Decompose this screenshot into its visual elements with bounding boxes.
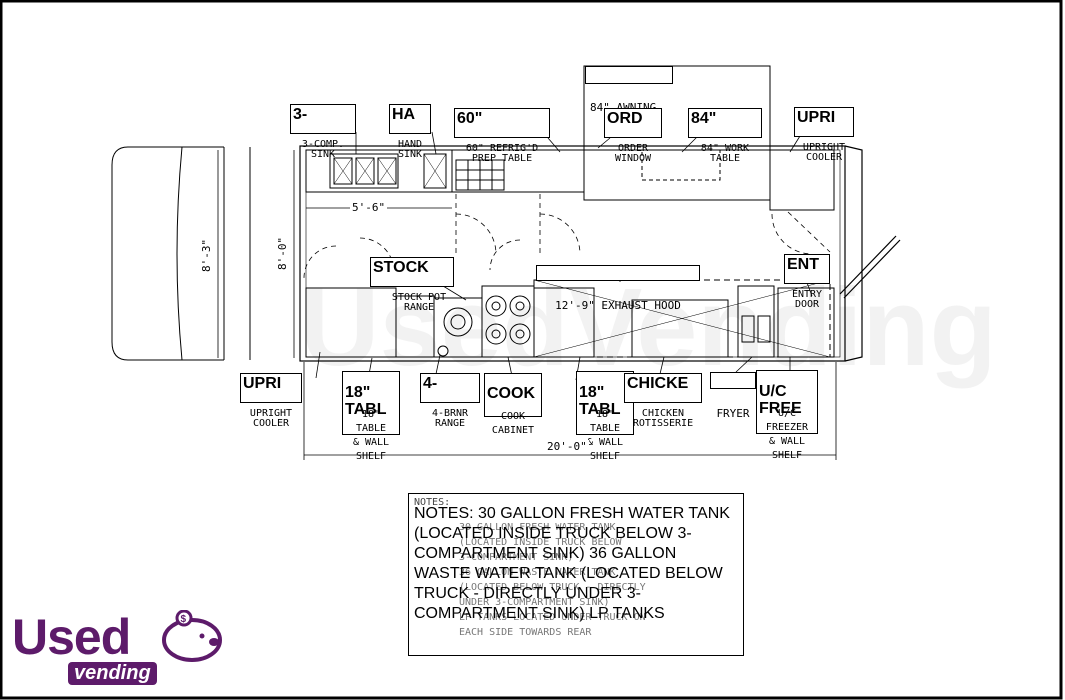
notes-heading: NOTES:: [414, 497, 451, 508]
label-cook-cabinet: COOK CABINET COOK: [484, 373, 542, 436]
notes-text: NOTES: 30 GALLON FRESH WATER TANK (LOCAT…: [414, 505, 730, 622]
dimension-cab-width: 8'-3": [200, 238, 213, 272]
dimension-sink-run: 5'-6": [350, 201, 388, 214]
label-fryer: FRYER: [710, 372, 756, 419]
three-compartment-sink: [329, 153, 447, 189]
logo-subtitle: vending: [68, 662, 157, 685]
label-refrig-prep-table: 60" REFRIG'D PREP TABLE 60": [454, 108, 550, 164]
refrigerated-prep-table: [455, 159, 505, 191]
logo-word: Used: [12, 609, 131, 665]
range-burners: [437, 295, 531, 357]
leader-lines: [315, 131, 813, 381]
label-hand-sink: HAND SINK HA: [389, 104, 431, 160]
label-upright-cooler-top: UPRIGHT COOLER UPRI: [794, 107, 854, 163]
bottom-counter: [305, 279, 835, 358]
notes-faint-text: 30 GALLON FRESH WATER TANK (LOCATED INSI…: [459, 522, 646, 638]
label-entry-door: ENTRY DOOR ENT: [784, 254, 830, 310]
top-counter: [305, 149, 835, 211]
label-stock-pot-range: STOCK POT RANGE STOCK: [370, 257, 454, 313]
notes-box: NOTES: 30 GALLON FRESH WATER TANK (LOCAT…: [408, 493, 744, 656]
fryer-baskets: [741, 315, 771, 343]
entry-door: [839, 235, 901, 299]
label-chicken-rotisserie: CHICKEN ROTISSERIE CHICKE: [624, 373, 702, 429]
label-burner-range: 4-BRNR RANGE 4-: [420, 373, 480, 429]
label-uc-freezer: U/C FREEZER & WALL SHELF U/C FREE: [756, 370, 818, 461]
dimension-body-width: 8'-0": [276, 236, 289, 270]
svg-text:$: $: [181, 614, 187, 625]
label-exhaust-hood: 12'-9" EXHAUST HOOD: [536, 265, 700, 311]
label-table-shelf-1: 18" TABLE & WALL SHELF 18" TABL: [342, 371, 400, 462]
label-upright-cooler-bottom: UPRIGHT COOLER UPRI: [240, 373, 302, 429]
label-order-window: ORDER WINDOW ORD: [604, 108, 662, 164]
label-three-comp-sink: 3-COMP. SINK 3-: [290, 104, 356, 160]
label-awning: 84" AWNING: [585, 66, 673, 113]
used-vending-logo: Used $ vending: [6, 600, 236, 692]
label-work-table: 84" WORK TABLE 84": [688, 108, 762, 164]
piggy-bank-icon: $: [162, 610, 222, 662]
dimension-total-length: 20'-0": [545, 440, 589, 453]
